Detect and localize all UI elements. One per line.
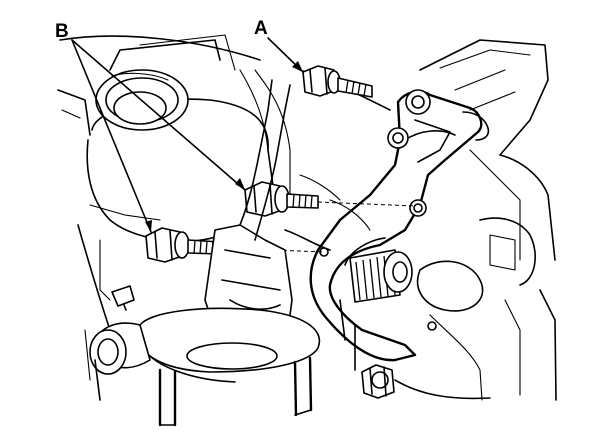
leader-lines [71,37,304,233]
lower-mount-plate [137,307,321,427]
mount-bracket [309,89,490,371]
bolt-a [302,65,373,98]
bolt-b-middle [244,181,416,217]
bolt-lower-right [361,364,395,399]
left-hose [84,285,151,401]
callout-a: A [254,18,268,39]
upper-right-housing [394,39,557,401]
splined-shaft [349,249,413,303]
callout-b: B [55,21,69,42]
